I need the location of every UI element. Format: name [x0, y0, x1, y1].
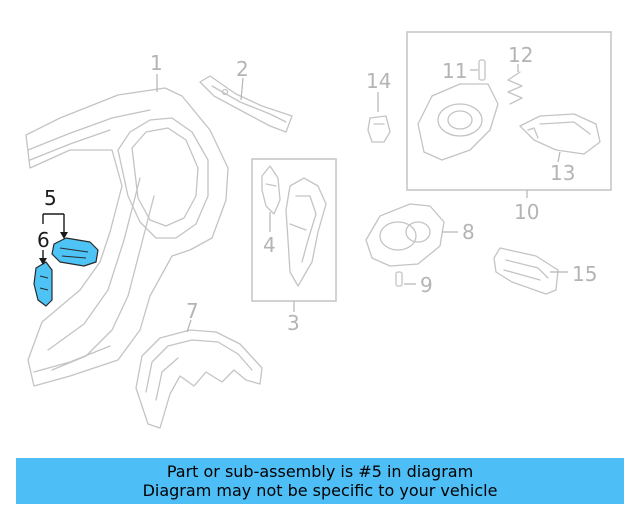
trim-panel-part-15[interactable] — [493, 247, 559, 295]
banner-line-2: Diagram may not be specific to your vehi… — [142, 481, 498, 500]
highlighted-part-5[interactable] — [51, 237, 99, 267]
callout-1: 1 — [150, 51, 163, 75]
callout-5: 5 — [44, 186, 57, 210]
wheel-liner-part-7[interactable] — [135, 329, 263, 429]
pillar-reinforcement-part-3[interactable] — [285, 177, 327, 287]
rail-part-2[interactable] — [199, 75, 293, 133]
info-banner: Part or sub-assembly is #5 in diagram Di… — [16, 458, 624, 504]
callout-13: 13 — [550, 161, 575, 185]
highlighted-part-6[interactable] — [33, 261, 53, 307]
callout-10: 10 — [514, 200, 539, 224]
callout-14: 14 — [366, 69, 391, 93]
clip-part-14[interactable] — [367, 115, 391, 143]
callout-2: 2 — [236, 57, 249, 81]
callout-8: 8 — [462, 220, 475, 244]
callout-4: 4 — [263, 233, 276, 257]
banner-line-1: Part or sub-assembly is #5 in diagram — [166, 462, 474, 481]
bracket-part-4[interactable] — [261, 165, 281, 215]
callout-11: 11 — [442, 59, 467, 83]
leader-6-arrow — [39, 258, 47, 265]
fuel-door-housing-part-10[interactable] — [417, 83, 499, 161]
spring-part-12[interactable] — [507, 71, 523, 105]
leader-7 — [186, 319, 192, 333]
callout-15: 15 — [572, 262, 597, 286]
part-10-group-box — [406, 31, 612, 191]
fuel-door-part-8[interactable] — [365, 203, 445, 267]
parts-diagram: 1 2 4 3 5 6 7 — [25, 31, 612, 429]
callout-7: 7 — [186, 299, 199, 323]
bracket-part-13[interactable] — [519, 113, 601, 155]
pin-part-9[interactable] — [395, 271, 403, 287]
leader-2 — [240, 77, 244, 101]
leader-13 — [557, 151, 561, 163]
leader-5-arrow — [60, 232, 68, 239]
callout-9: 9 — [420, 273, 433, 297]
quarter-panel-part-1[interactable] — [25, 87, 229, 387]
callout-3: 3 — [287, 311, 300, 335]
callout-6: 6 — [37, 228, 50, 252]
pin-part-11[interactable] — [478, 59, 486, 81]
callout-12: 12 — [508, 43, 533, 67]
